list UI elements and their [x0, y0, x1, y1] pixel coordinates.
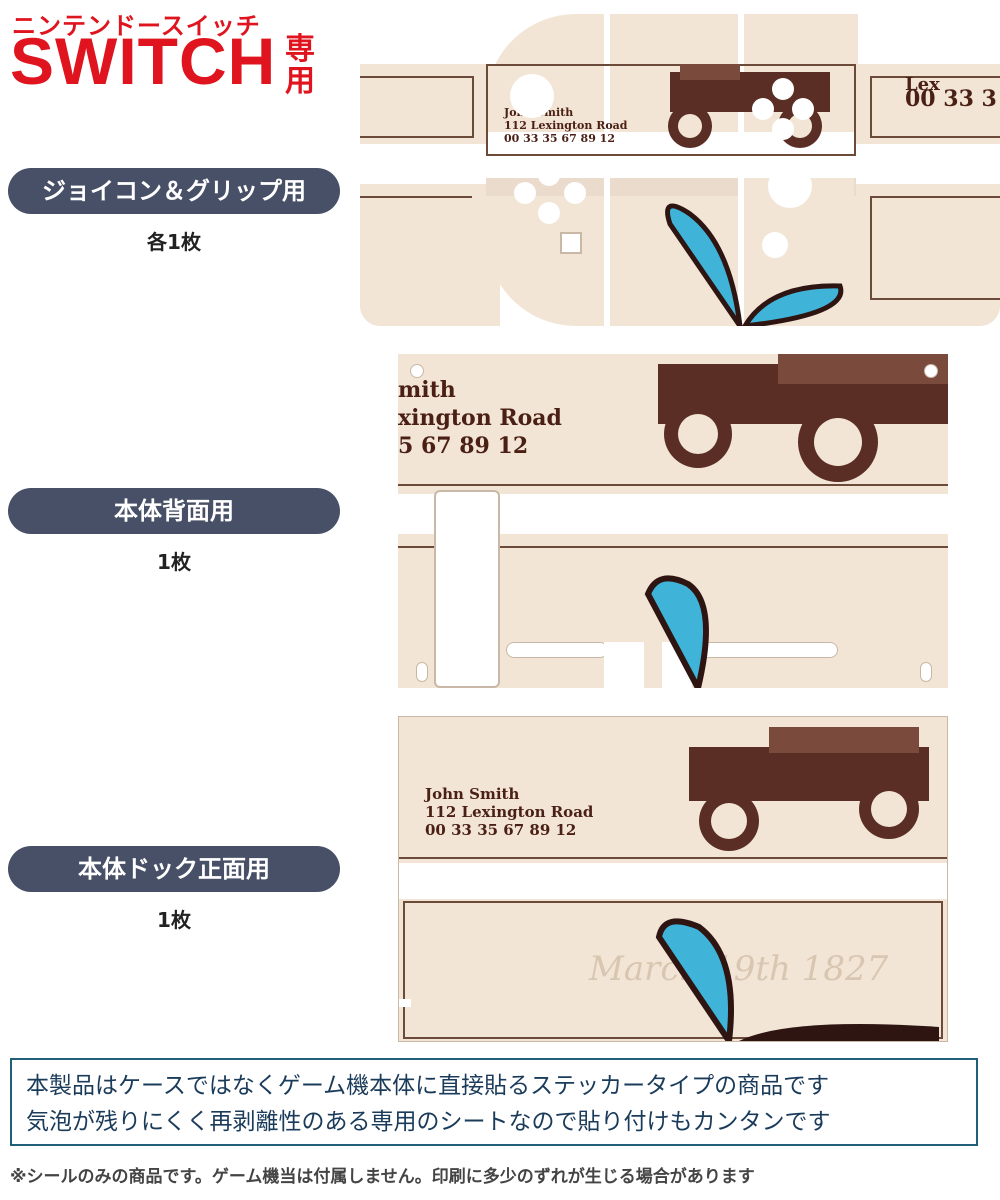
- dpad-down-hole-icon: [538, 202, 560, 224]
- vintage-car-icon: [689, 727, 929, 851]
- button-b-hole-icon: [772, 118, 794, 140]
- script-handwriting: March 19th 1827: [589, 949, 889, 989]
- dock-name: John Smith: [425, 785, 520, 803]
- butterfly-icon: [665, 203, 844, 326]
- kickstand-cutout-icon: [434, 490, 500, 688]
- screw-hole-icon: [920, 662, 932, 682]
- dpad-up-hole-icon: [538, 164, 560, 186]
- vintage-car-icon: [658, 354, 948, 482]
- brand-senyo: 専用: [285, 32, 315, 99]
- grip-right: [856, 64, 1000, 326]
- back-address-partial: xington Road: [398, 405, 562, 431]
- product-notice: 本製品はケースではなくゲーム機本体に直接貼るステッカータイプの商品です 気泡が残…: [10, 1058, 978, 1146]
- joycon-sticker: John Smith 112 Lexington Road 00 33 35 6…: [360, 14, 1000, 330]
- notice-line-2: 気泡が残りにくく再剥離性のある専用のシートなので貼り付けもカンタンです: [26, 1109, 831, 1135]
- dock-address: 112 Lexington Road: [425, 803, 594, 821]
- vintage-car-icon: [668, 64, 830, 148]
- right-stick-hole-icon: [768, 164, 812, 208]
- dpad-left-hole-icon: [514, 182, 536, 204]
- capture-hole-icon: [560, 232, 582, 254]
- section-count-back: 1枚: [157, 550, 191, 574]
- back-sticker: mith xington Road 5 67 89 12: [398, 354, 948, 688]
- button-y-hole-icon: [752, 98, 774, 120]
- section-count-joycon: 各1枚: [147, 230, 201, 254]
- section-count-dock: 1枚: [157, 908, 191, 932]
- section-label-back: 本体背面用: [8, 488, 340, 534]
- brand-subtitle: ニンテンドースイッチ: [12, 12, 261, 40]
- screw-hole-icon: [416, 662, 428, 682]
- screw-hole-icon: [924, 364, 938, 378]
- back-name-partial: mith: [398, 377, 456, 403]
- joycon-address: 112 Lexington Road: [504, 119, 628, 132]
- footnote: ※シールのみの商品です。ゲーム機当は付属しません。印刷に多少のずれが生じる場合が…: [10, 1167, 755, 1187]
- left-stick-hole-icon: [510, 74, 554, 118]
- screw-hole-icon: [410, 364, 424, 378]
- back-phone-partial: 5 67 89 12: [398, 433, 529, 459]
- vent-slot-left-icon: [506, 642, 608, 658]
- brand-title: SWITCH: [10, 24, 277, 98]
- edge-notch-icon: [399, 999, 411, 1007]
- home-hole-icon: [762, 232, 788, 258]
- button-x-hole-icon: [772, 78, 794, 100]
- dpad-right-hole-icon: [564, 182, 586, 204]
- notice-line-1: 本製品はケースではなくゲーム機本体に直接貼るステッカータイプの商品です: [26, 1073, 830, 1099]
- grip-left: [360, 64, 500, 326]
- butterfly-icon: [655, 918, 939, 1041]
- section-label-joycon: ジョイコン＆グリップ用: [8, 168, 340, 214]
- dock-sticker: John Smith 112 Lexington Road 00 33 35 6…: [398, 716, 948, 1042]
- section-label-dock: 本体ドック正面用: [8, 846, 340, 892]
- butterfly-icon: [644, 575, 709, 688]
- center-notch-icon: [604, 642, 644, 688]
- grip-right-phone-partial: 00 33 3: [905, 86, 997, 112]
- grip-right-name-partial: Lex: [905, 74, 940, 95]
- joycon-phone: 00 33 35 67 89 12: [504, 132, 615, 145]
- dock-phone: 00 33 35 67 89 12: [425, 821, 577, 839]
- button-a-hole-icon: [792, 98, 814, 120]
